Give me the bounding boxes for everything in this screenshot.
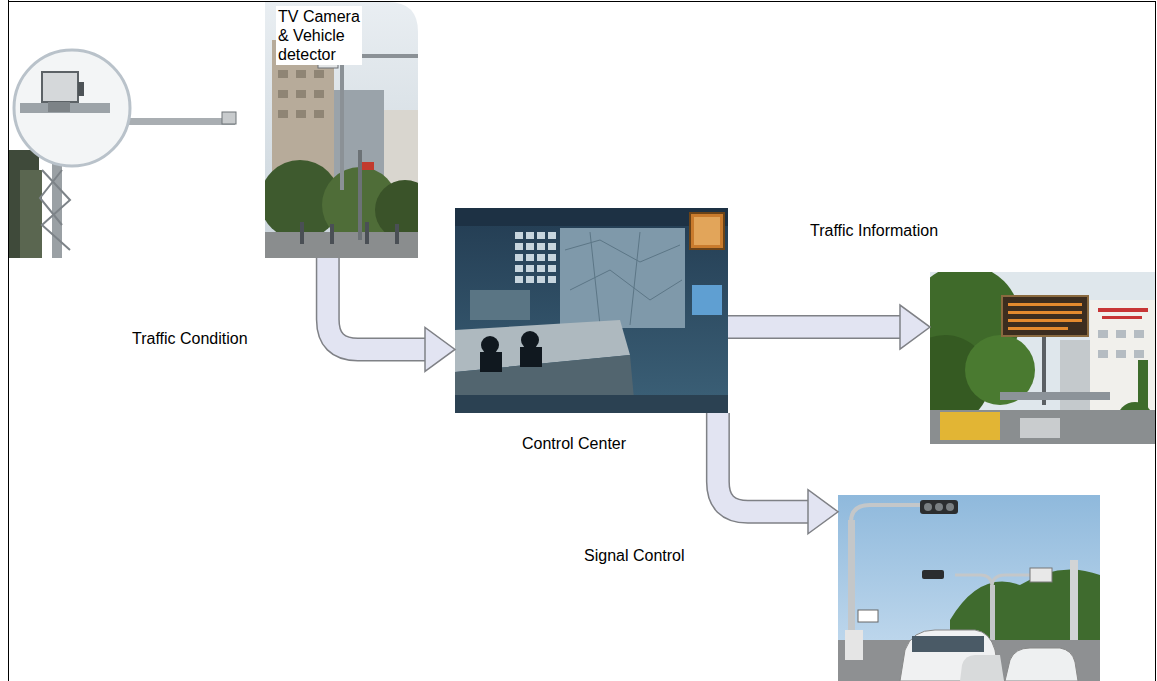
node-caption: Control Center xyxy=(522,434,626,453)
node-heading: Signal Control xyxy=(584,546,685,565)
traffic-info-node: Traffic Information xyxy=(930,272,1155,444)
node-caption: TV Camera & Vehicle detector xyxy=(276,6,362,65)
signal-node: Signal Control xyxy=(838,495,1100,681)
edge-label: Traffic Condition xyxy=(130,329,250,348)
block-arrow xyxy=(328,258,455,371)
street-photo xyxy=(260,2,435,258)
control-room-photo xyxy=(455,208,728,413)
node-heading: Traffic Information xyxy=(810,221,938,240)
camera-photo xyxy=(9,50,265,258)
info-sign-photo xyxy=(930,272,1155,444)
block-arrow xyxy=(728,305,930,349)
camera-node: TV Camera & Vehicle detector xyxy=(8,2,418,258)
signal-photo xyxy=(838,495,1100,681)
block-arrow xyxy=(718,413,838,534)
outer-frame xyxy=(8,0,1156,681)
control-center-node: Control Center xyxy=(455,208,728,413)
